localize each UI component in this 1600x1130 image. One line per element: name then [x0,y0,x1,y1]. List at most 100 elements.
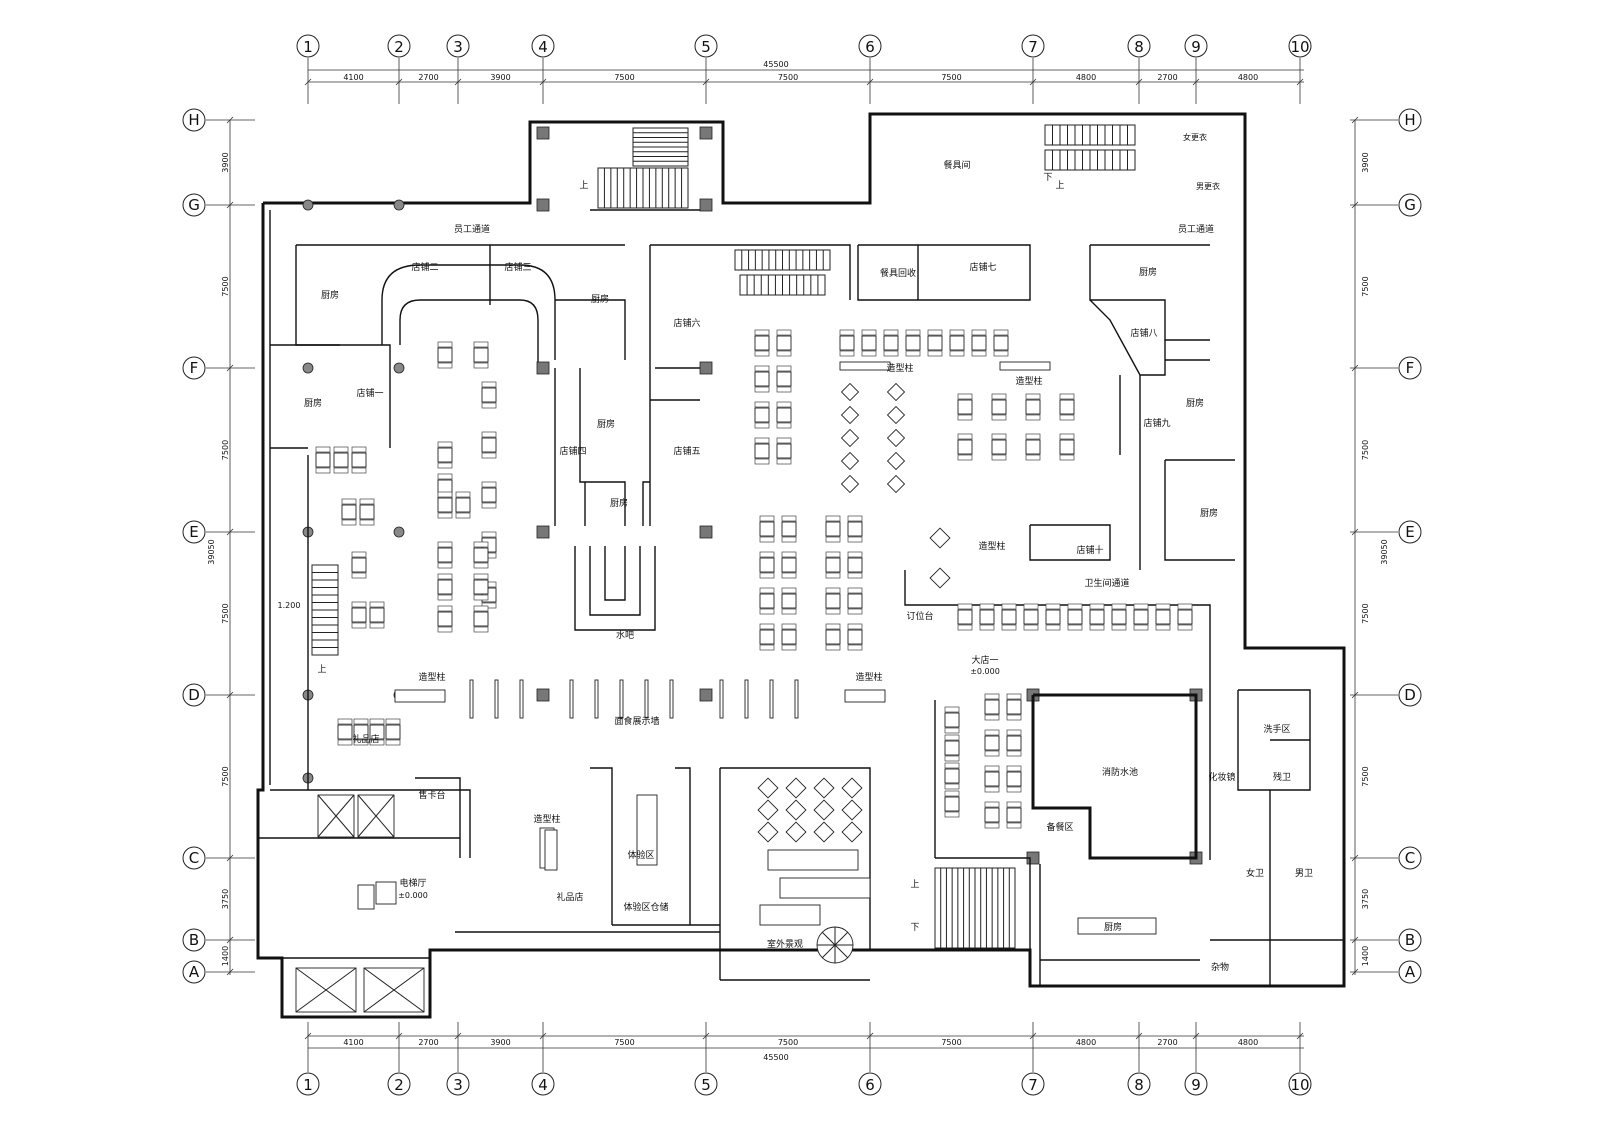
label-stair-down-2: 下 [910,923,919,933]
chair [437,594,453,601]
dim-tick [1351,528,1359,536]
label-shop-2: 店铺二 [411,261,438,273]
chair [1089,624,1105,631]
dim-label-right: 3900 [1361,152,1370,172]
label-reservation-desk: 订位台 [906,610,933,622]
label-water-bar: 水吧 [616,629,634,641]
chair [1025,393,1041,400]
label-shop-8: 店铺八 [1130,327,1157,339]
dim-label-top: 2700 [1157,73,1177,82]
label-kitchen-7: 厨房 [1186,397,1204,409]
chair [1006,693,1022,700]
dim-label-right: 1400 [1361,946,1370,966]
table [1006,699,1022,715]
dim-tick [1351,364,1359,372]
chair [1025,454,1041,461]
outer-walls [256,112,1346,1019]
chair [944,790,960,797]
outdoor-features [357,794,1157,964]
table [776,407,792,423]
chair [473,626,489,633]
chair [759,608,775,615]
table [473,547,489,563]
table [1059,399,1075,415]
table [957,439,973,455]
partition-panel [494,679,499,719]
chair [883,329,899,336]
grid-bubble-left [182,520,206,544]
table [949,335,965,351]
chair [776,350,792,357]
partition-panel [469,679,474,719]
table [776,335,792,351]
chair [1045,603,1061,610]
chair [781,536,797,543]
chair [1089,603,1105,610]
chair [754,458,770,465]
label-hall-1-level: ±0.000 [970,667,1000,676]
label-hand-wash: 洗手区 [1263,723,1290,735]
table [993,335,1009,351]
chair [437,341,453,348]
table [825,557,841,573]
chair [825,515,841,522]
chair [944,762,960,769]
grid-row-label-left: H [188,111,199,129]
table [754,407,770,423]
dim-tick [1192,1032,1200,1040]
chair [333,467,349,474]
grid-bubble-right [1398,108,1422,132]
chair [847,623,863,630]
table [944,796,960,812]
table [1067,609,1083,625]
grid-row-label-right: F [1406,359,1415,377]
dim-tick [702,1032,710,1040]
chair [957,393,973,400]
grid-col-label-top: 8 [1134,38,1144,56]
chair [437,541,453,548]
table [481,437,497,453]
label-accessible-wc: 残卫 [1273,771,1291,783]
table [861,335,877,351]
label-kitchen-8: 厨房 [1200,507,1218,519]
chair [437,362,453,369]
chair [944,811,960,818]
table [1025,399,1041,415]
dim-total-left: 39050 [207,539,216,564]
grid-row-label-right: H [1404,111,1415,129]
chair [1059,454,1075,461]
grid-col-label-bottom: 6 [865,1076,875,1094]
diamond-table [841,799,863,821]
dim-label-top: 4800 [1238,73,1258,82]
chair [754,365,770,372]
dim-label-top: 7500 [778,73,798,82]
chair [754,386,770,393]
table [944,712,960,728]
grid-bubble-bottom [531,1072,555,1096]
chair [825,623,841,630]
table [1155,609,1171,625]
table [481,387,497,403]
chair [481,481,497,488]
dim-label-right: 7500 [1361,603,1370,623]
label-stair-down-1: 下 [1043,173,1052,183]
label-feature-col-5: 造型柱 [855,671,882,683]
grid-row-label-right: A [1405,963,1416,981]
label-feature-col-3: 造型柱 [978,540,1005,552]
chair [1006,765,1022,772]
chair [781,515,797,522]
chair [1111,624,1127,631]
chair [825,572,841,579]
grid-row-label-left: D [188,686,200,704]
grid-bubble-right [1398,846,1422,870]
chair [337,739,353,746]
dim-label-top: 4100 [343,73,363,82]
chair [473,573,489,580]
grid-bubble-top [531,34,555,58]
grid-col-label-bottom: 2 [394,1076,404,1094]
partition-panel [644,679,649,719]
label-feature-col-6: 造型柱 [533,813,560,825]
label-kitchen-4: 厨房 [597,418,615,430]
chair [437,491,453,498]
